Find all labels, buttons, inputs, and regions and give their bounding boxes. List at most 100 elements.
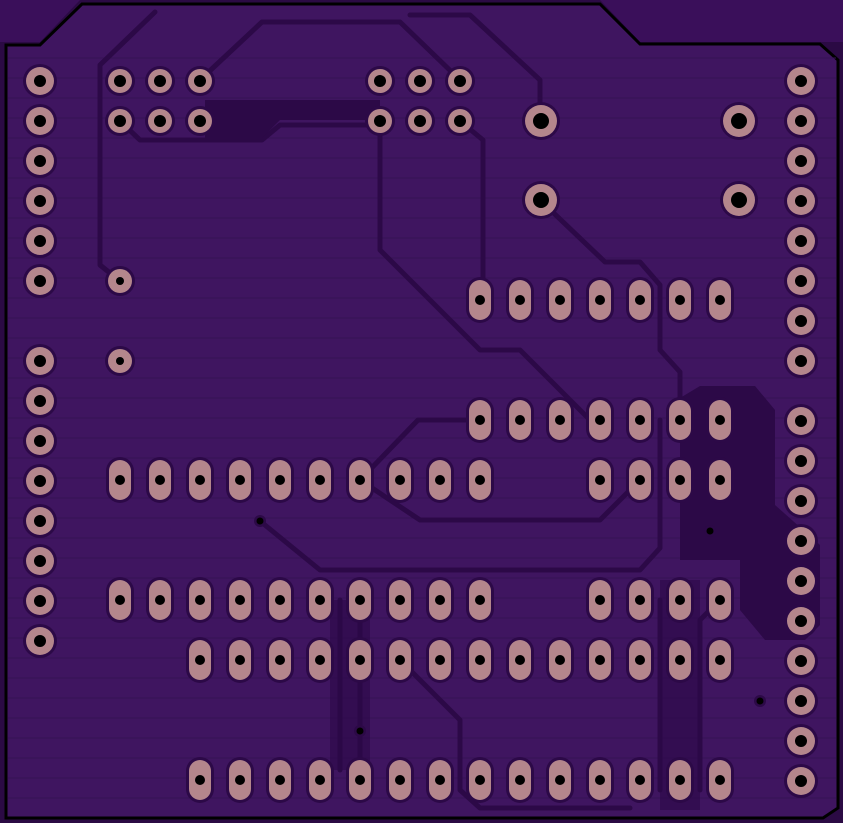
ic-upper-pad (586, 397, 614, 443)
top-mid-2x3-pad (405, 66, 435, 96)
right-header-top-pad (784, 264, 818, 298)
ic-lower-pad (466, 757, 494, 803)
pushbutton-pad (720, 102, 758, 140)
vias (254, 515, 766, 737)
top-left-2x3-pad (145, 66, 175, 96)
left-header-bottom-pad (23, 624, 57, 658)
ic-lower-pad (626, 757, 654, 803)
ic-upper-pad (626, 397, 654, 443)
ic-middle-left-pad (386, 457, 414, 503)
left-header-top-pad (23, 64, 57, 98)
board-substrate-right-corner (600, 0, 843, 42)
ic-lower-pad (626, 637, 654, 683)
right-header-top-pad (784, 64, 818, 98)
ic-upper-pad (666, 397, 694, 443)
ic-middle-right-pad (666, 457, 694, 503)
ic-middle-left-pad (466, 457, 494, 503)
via-drill (706, 527, 714, 535)
ic-upper-pad (506, 397, 534, 443)
ic-upper-pad (706, 397, 734, 443)
ic-upper-pad (666, 277, 694, 323)
top-left-2x3-pad (105, 106, 135, 136)
ic-middle-left-pad (146, 577, 174, 623)
ic-upper-pad (506, 277, 534, 323)
left-header-bottom-pad (23, 464, 57, 498)
top-left-2x3-pad (105, 66, 135, 96)
right-header-bottom-pad (784, 444, 818, 478)
right-header-bottom-pad (784, 484, 818, 518)
ic-middle-right-pad (706, 457, 734, 503)
ic-middle-left-pad (146, 457, 174, 503)
ic-middle-right-pad (626, 457, 654, 503)
right-header-bottom-pad (784, 524, 818, 558)
footprint-pads (23, 64, 818, 803)
ic-middle-left-pad (386, 577, 414, 623)
ic-middle-left-pad (106, 577, 134, 623)
left-header-bottom-pad (23, 384, 57, 418)
ic-middle-right-pad (666, 577, 694, 623)
ic-middle-left-pad (306, 577, 334, 623)
top-left-2x3-pad (185, 66, 215, 96)
ic-middle-left-pad (226, 457, 254, 503)
top-mid-2x3-pad (365, 106, 395, 136)
top-mid-2x3-pad (405, 106, 435, 136)
ic-middle-left-pad (266, 577, 294, 623)
ic-middle-right-pad (586, 457, 614, 503)
via-drill (756, 697, 764, 705)
ic-upper-pad (546, 397, 574, 443)
left-header-bottom-pad (23, 424, 57, 458)
left-header-bottom-pad (23, 504, 57, 538)
ic-lower-pad (466, 637, 494, 683)
ic-middle-left-pad (426, 577, 454, 623)
via-drill (356, 727, 364, 735)
small-two-pin-pad (105, 266, 135, 296)
right-header-bottom-pad (784, 604, 818, 638)
ic-lower-pad (226, 757, 254, 803)
right-header-top-pad (784, 144, 818, 178)
left-header-top-pad (23, 144, 57, 178)
ic-middle-right-pad (626, 577, 654, 623)
right-header-bottom-pad (784, 644, 818, 678)
ic-middle-left-pad (266, 457, 294, 503)
top-mid-2x3-pad (365, 66, 395, 96)
ic-lower-pad (546, 637, 574, 683)
ic-lower-pad (666, 637, 694, 683)
left-header-top-pad (23, 224, 57, 258)
left-header-top-pad (23, 104, 57, 138)
ic-lower-pad (666, 757, 694, 803)
left-header-bottom-pad (23, 344, 57, 378)
left-header-top-pad (23, 184, 57, 218)
ic-upper-pad (626, 277, 654, 323)
ic-middle-left-pad (346, 457, 374, 503)
right-header-top-pad (784, 344, 818, 378)
ic-lower-pad (506, 637, 534, 683)
ic-lower-pad (306, 757, 334, 803)
ic-upper-pad (706, 277, 734, 323)
ic-lower-pad (426, 637, 454, 683)
ic-middle-left-pad (226, 577, 254, 623)
ic-upper-pad (546, 277, 574, 323)
ic-upper-pad (466, 277, 494, 323)
ic-lower-pad (186, 637, 214, 683)
right-header-bottom-pad (784, 404, 818, 438)
ic-lower-pad (346, 637, 374, 683)
pushbutton-pad (522, 181, 560, 219)
left-header-bottom-pad (23, 584, 57, 618)
right-header-top-pad (784, 304, 818, 338)
pushbutton-pad (522, 102, 560, 140)
via-drill (256, 517, 264, 525)
ic-middle-left-pad (306, 457, 334, 503)
ic-lower-pad (506, 757, 534, 803)
ic-lower-pad (226, 637, 254, 683)
copper-traces (97, 9, 723, 811)
ic-middle-left-pad (186, 577, 214, 623)
ic-middle-right-pad (586, 577, 614, 623)
ic-lower-pad (346, 757, 374, 803)
left-header-bottom-pad (23, 544, 57, 578)
board-substrate (0, 0, 80, 42)
right-header-top-pad (784, 184, 818, 218)
right-header-top-pad (784, 104, 818, 138)
top-left-2x3-pad (185, 106, 215, 136)
right-header-bottom-pad (784, 724, 818, 758)
